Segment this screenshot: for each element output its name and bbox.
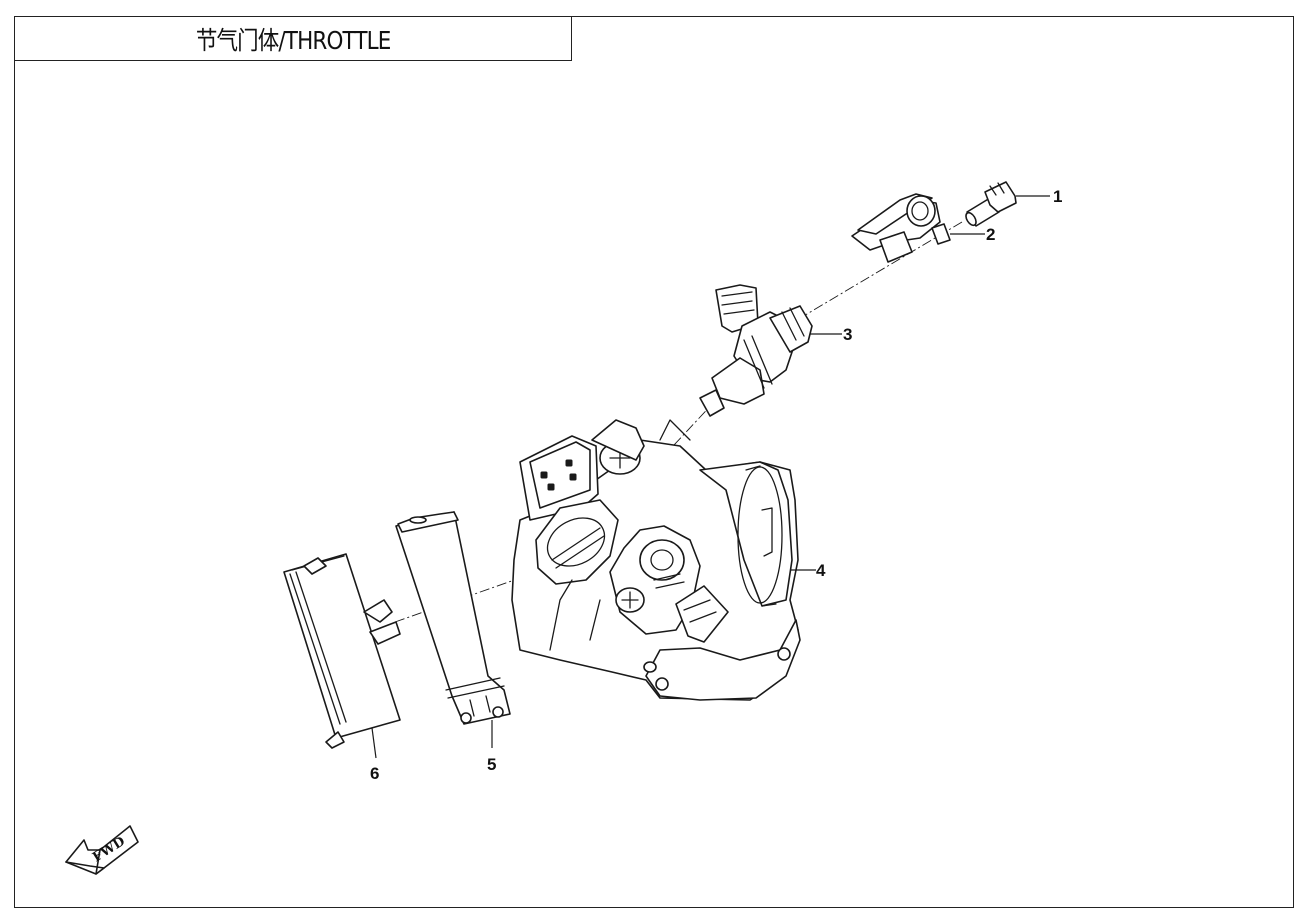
drawing-frame [14,16,1294,908]
callout-4: 4 [816,561,826,580]
title-block: 节气门体/THROTTLE [14,16,572,61]
part-3-fuel-injector [699,284,813,417]
callout-2: 2 [986,225,995,244]
part-1-bolt [965,181,1017,227]
part-2-sensor [851,193,985,263]
part-4-throttle-body [511,419,816,701]
callout-6: 6 [370,764,379,783]
callout-1: 1 [1053,187,1062,206]
fwd-arrow-icon: FWD [65,825,139,875]
page-title: 节气门体/THROTTLE [195,25,392,55]
callout-3: 3 [843,325,852,344]
part-5-spacer [395,511,511,748]
part-6-plate [283,553,401,759]
callout-5: 5 [487,755,496,774]
